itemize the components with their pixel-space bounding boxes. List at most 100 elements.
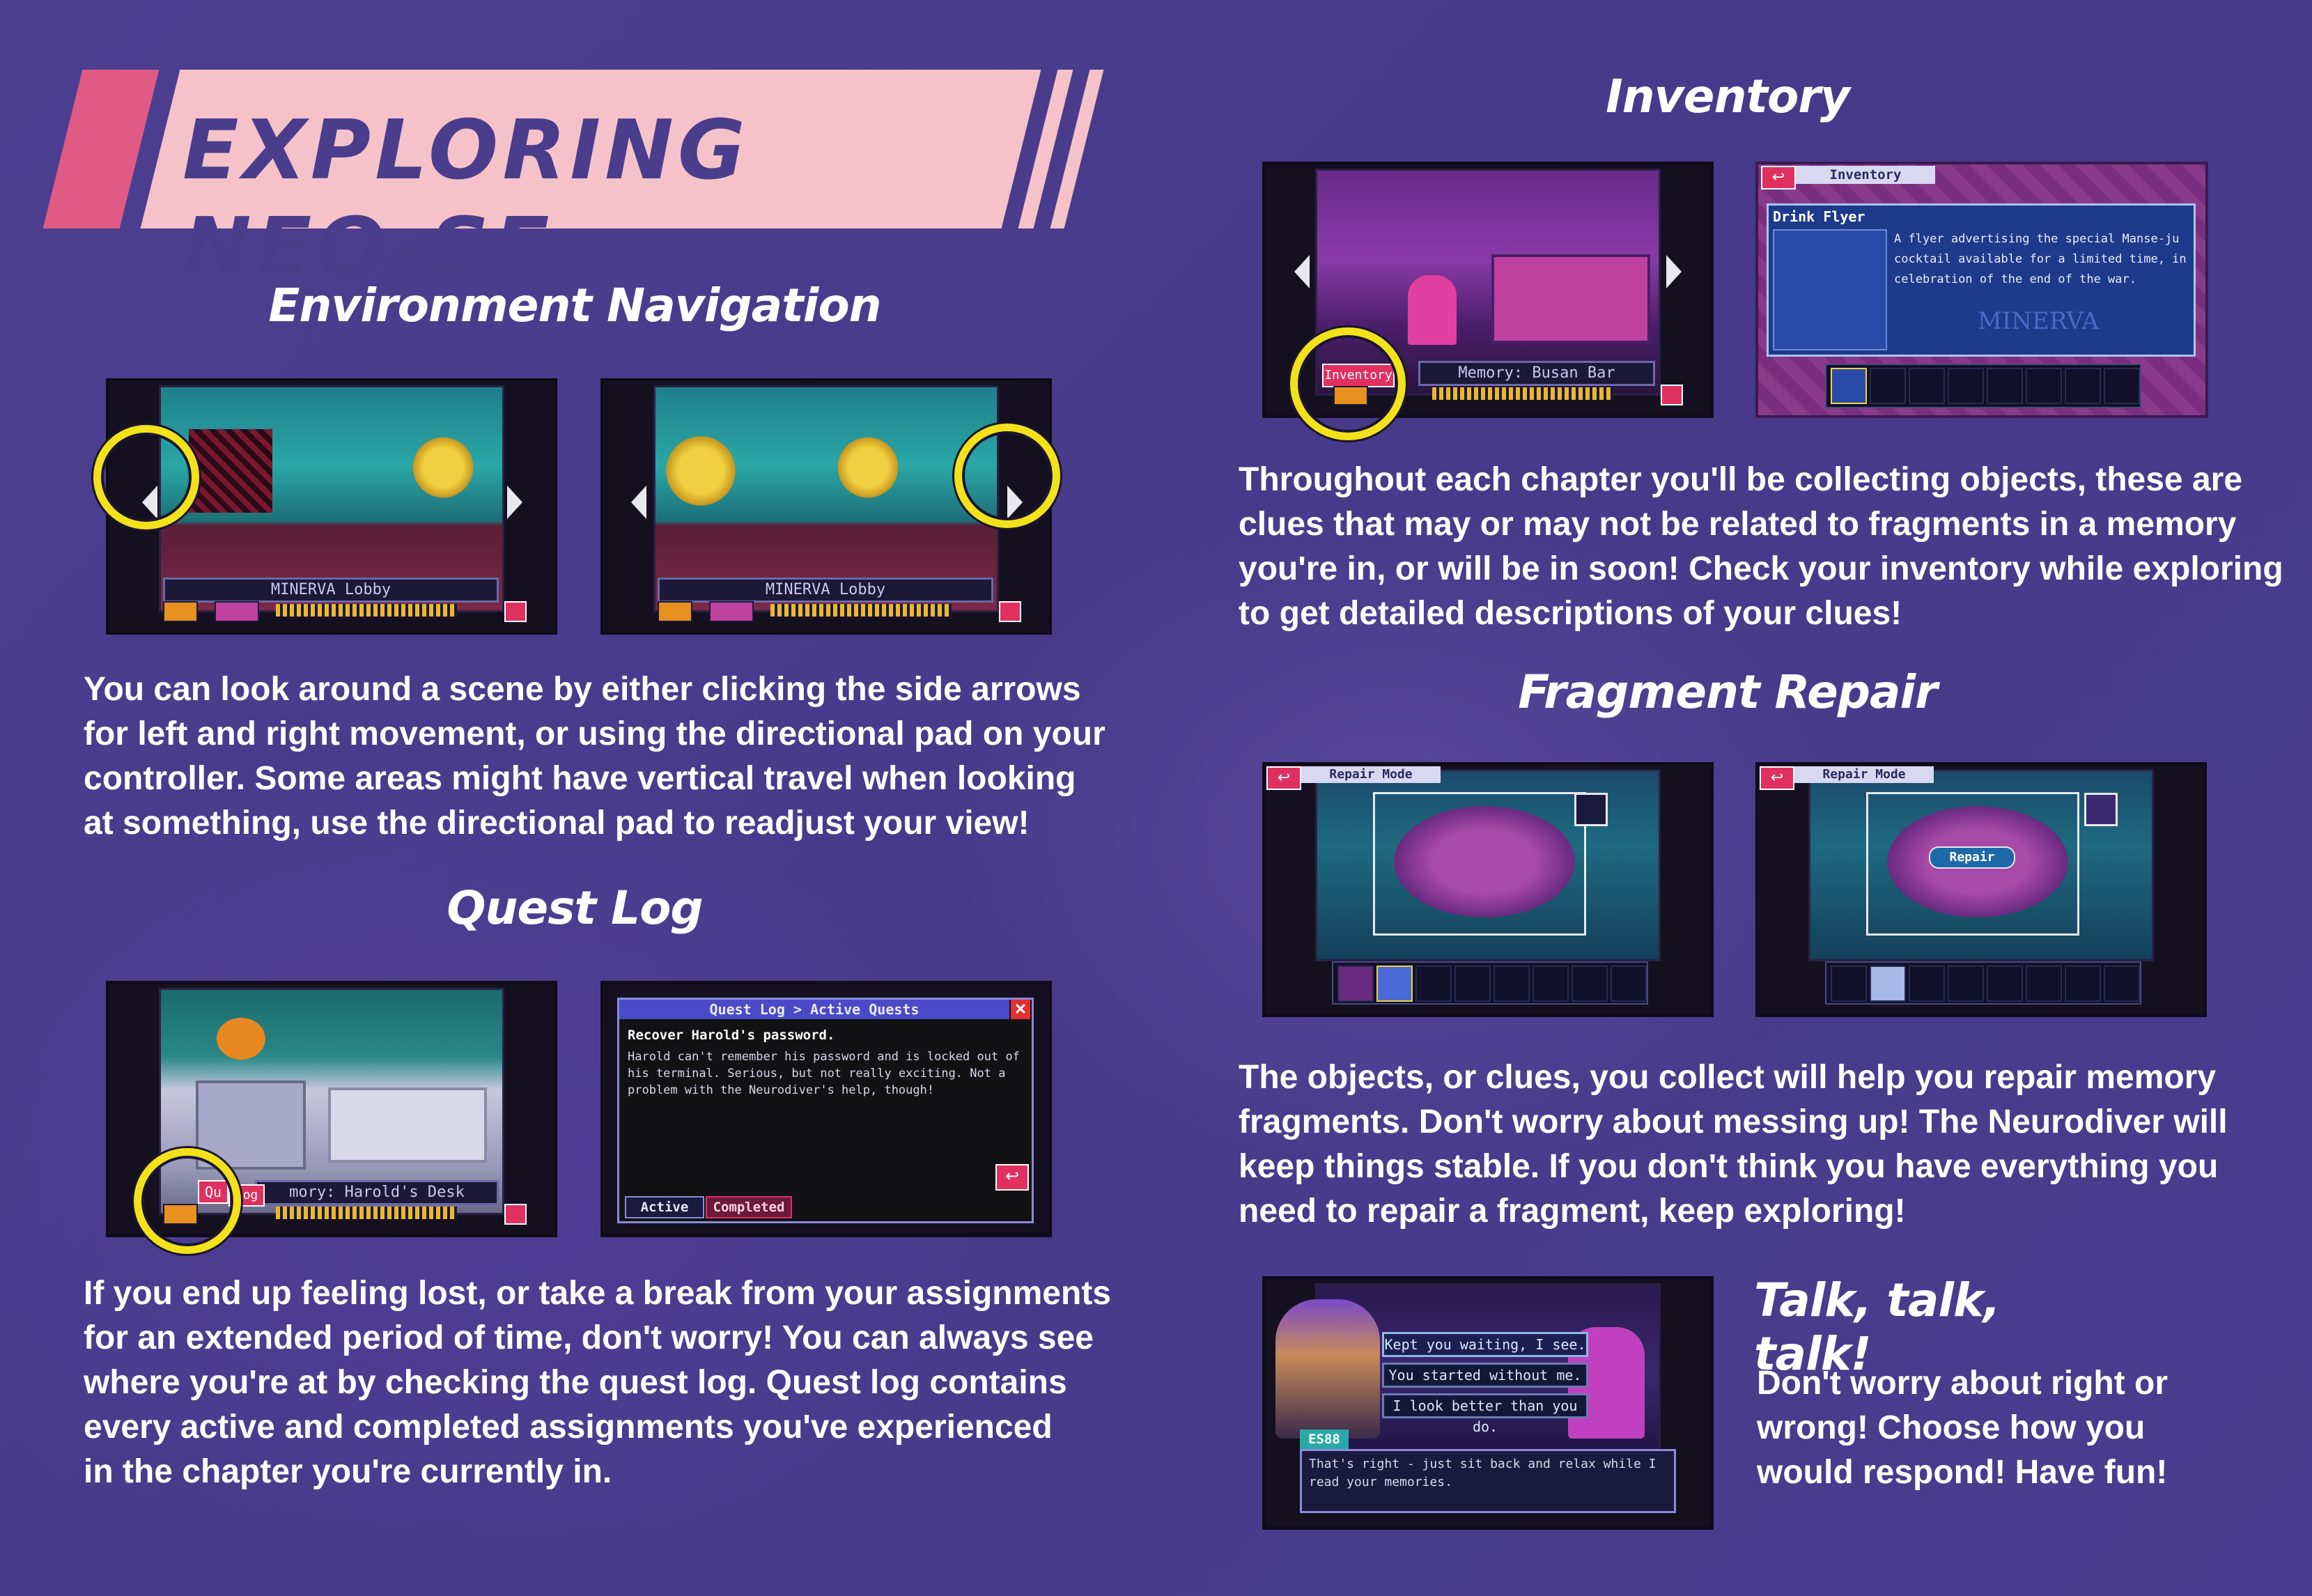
quest-log-paragraph: If you end up feeling lost, or take a br… xyxy=(84,1271,1128,1494)
clue-slot[interactable] xyxy=(1831,966,1867,1002)
clue-slot[interactable] xyxy=(2026,966,2062,1002)
back-icon[interactable]: ↩ xyxy=(1761,166,1796,189)
quest-desc-line: Harold can't remember his password and i… xyxy=(628,1050,1020,1064)
pink-chip[interactable] xyxy=(215,601,259,622)
clue-slot[interactable] xyxy=(1572,966,1608,1002)
dialog-line: That's right - just sit back and relax w… xyxy=(1309,1457,1657,1471)
dialog-chip[interactable] xyxy=(163,601,198,622)
tab-completed[interactable]: Completed xyxy=(706,1196,792,1218)
tab-active[interactable]: Active xyxy=(625,1196,704,1218)
clue-slot[interactable] xyxy=(1337,966,1374,1002)
clue-slot[interactable] xyxy=(1494,966,1530,1002)
close-icon[interactable]: ✕ xyxy=(1011,1000,1030,1019)
inventory-screenshot-left: Inventory Memory: Busan Bar xyxy=(1262,162,1714,418)
quest-description: Harold can't remember his password and i… xyxy=(628,1048,1020,1099)
speaker-name: ES88 xyxy=(1300,1430,1349,1449)
environment-screenshot-left: MINERVA Lobby xyxy=(106,378,557,635)
quest-log-title: Quest Log > Active Quests xyxy=(619,1000,1009,1019)
page-title: EXPLORING NEO-SF xyxy=(183,102,750,295)
text-line: you're in, or will be in soon! Check you… xyxy=(1239,550,2283,587)
clue-slot[interactable] xyxy=(1415,966,1452,1002)
repair-mode-title: Repair Mode xyxy=(1794,766,1934,783)
highlight-circle-inventory-button xyxy=(1290,327,1406,440)
fragment-paragraph: The objects, or clues, you collect will … xyxy=(1239,1055,2283,1234)
text-line: for left and right movement, or using th… xyxy=(84,715,1105,752)
inventory-slot[interactable] xyxy=(2065,368,2101,404)
spider-creature xyxy=(1394,806,1575,917)
neurodiver-status-strip xyxy=(1432,387,1613,400)
bar-patron xyxy=(1408,275,1457,345)
dialog-option-1[interactable]: Kept you waiting, I see. xyxy=(1382,1332,1588,1357)
clue-slot[interactable] xyxy=(1454,966,1491,1002)
clue-slot[interactable] xyxy=(1948,966,1984,1002)
inventory-slot-selected[interactable] xyxy=(1831,368,1867,404)
right-arrow-icon[interactable] xyxy=(507,486,522,519)
dialog-option-2[interactable]: You started without me. xyxy=(1382,1363,1588,1388)
environment-heading: Environment Navigation xyxy=(268,279,881,332)
location-caption: MINERVA Lobby xyxy=(658,578,993,603)
text-line: keep things stable. If you don't think y… xyxy=(1239,1148,2219,1185)
fragment-repair-heading: Fragment Repair xyxy=(1518,665,1937,719)
menu-icon[interactable] xyxy=(999,601,1021,622)
item-desc-line: cocktail available for a limited time, i… xyxy=(1894,252,2187,266)
quest-log-screenshot-right: Quest Log > Active Quests ✕ Recover Haro… xyxy=(600,981,1052,1237)
location-caption: MINERVA Lobby xyxy=(163,578,499,603)
repair-scene xyxy=(1315,769,1661,961)
inventory-panel-title: Inventory xyxy=(1796,166,1935,184)
talk-heading: Talk, talk, talk! xyxy=(1754,1273,2001,1381)
target-slot[interactable] xyxy=(2084,793,2118,826)
repair-button[interactable]: Repair xyxy=(1929,846,2015,869)
repair-frame xyxy=(1373,792,1586,936)
text-line: controller. Some areas might have vertic… xyxy=(84,760,1076,797)
clue-slot-selected[interactable] xyxy=(1376,966,1413,1002)
dialog-chip[interactable] xyxy=(658,601,692,622)
pink-chip[interactable] xyxy=(709,601,754,622)
inventory-slot[interactable] xyxy=(2026,368,2062,404)
text-line: Don't worry about right or xyxy=(1757,1365,2169,1402)
inventory-slot[interactable] xyxy=(2104,368,2140,404)
text-line: in the chapter you're currently in. xyxy=(84,1453,612,1490)
character-portrait xyxy=(1275,1299,1380,1439)
fragment-screenshot-left: ↩ Repair Mode xyxy=(1262,762,1714,1017)
inventory-slot[interactable] xyxy=(1909,368,1945,404)
clue-slot[interactable] xyxy=(2104,966,2140,1002)
item-desc-line: celebration of the end of the war. xyxy=(1894,272,2136,286)
right-arrow-icon[interactable] xyxy=(1666,255,1682,288)
minerva-watermark: MINERVA xyxy=(1978,307,2100,335)
location-caption: Memory: Busan Bar xyxy=(1418,361,1655,386)
inventory-slot[interactable] xyxy=(1987,368,2023,404)
dialog-option-3[interactable]: I look better than you do. xyxy=(1382,1393,1588,1435)
neurodiver-status-strip xyxy=(276,604,457,617)
item-image xyxy=(1773,229,1887,350)
inventory-slot[interactable] xyxy=(1870,368,1906,404)
clue-slot[interactable] xyxy=(1533,966,1569,1002)
clue-slot[interactable] xyxy=(2065,966,2101,1002)
menu-icon[interactable] xyxy=(504,601,527,622)
back-icon[interactable]: ↩ xyxy=(1266,766,1301,790)
fragment-screenshot-right: Repair ↩ Repair Mode xyxy=(1755,762,2207,1017)
wall-pattern xyxy=(189,429,272,513)
menu-icon[interactable] xyxy=(504,1204,527,1225)
text-line: Throughout each chapter you'll be collec… xyxy=(1239,461,2243,498)
item-detail-panel: Drink Flyer A flyer advertising the spec… xyxy=(1767,203,2196,357)
dialog-line: read your memories. xyxy=(1309,1475,1452,1489)
menu-icon[interactable] xyxy=(1661,385,1683,405)
console-decor xyxy=(328,1087,487,1163)
bar-counter xyxy=(1491,254,1650,343)
left-arrow-icon[interactable] xyxy=(1294,255,1310,288)
left-arrow-icon[interactable] xyxy=(631,486,646,519)
clue-slot[interactable] xyxy=(1870,966,1906,1002)
location-caption: mory: Harold's Desk xyxy=(255,1180,499,1205)
text-line: need to repair a fragment, keep explorin… xyxy=(1239,1193,1906,1230)
back-icon[interactable]: ↩ xyxy=(1760,766,1794,790)
back-icon[interactable]: ↩ xyxy=(995,1164,1029,1191)
quest-log-panel: Quest Log > Active Quests ✕ Recover Haro… xyxy=(617,998,1034,1223)
clue-slot[interactable] xyxy=(1909,966,1945,1002)
clue-slot[interactable] xyxy=(1987,966,2023,1002)
clue-slot[interactable] xyxy=(1611,966,1647,1002)
inventory-slot[interactable] xyxy=(1948,368,1984,404)
environment-paragraph: You can look around a scene by either cl… xyxy=(84,667,1115,846)
highlight-circle-quest-button xyxy=(134,1148,241,1254)
neurodiver-status-strip xyxy=(770,604,952,617)
target-slot[interactable] xyxy=(1574,793,1608,826)
